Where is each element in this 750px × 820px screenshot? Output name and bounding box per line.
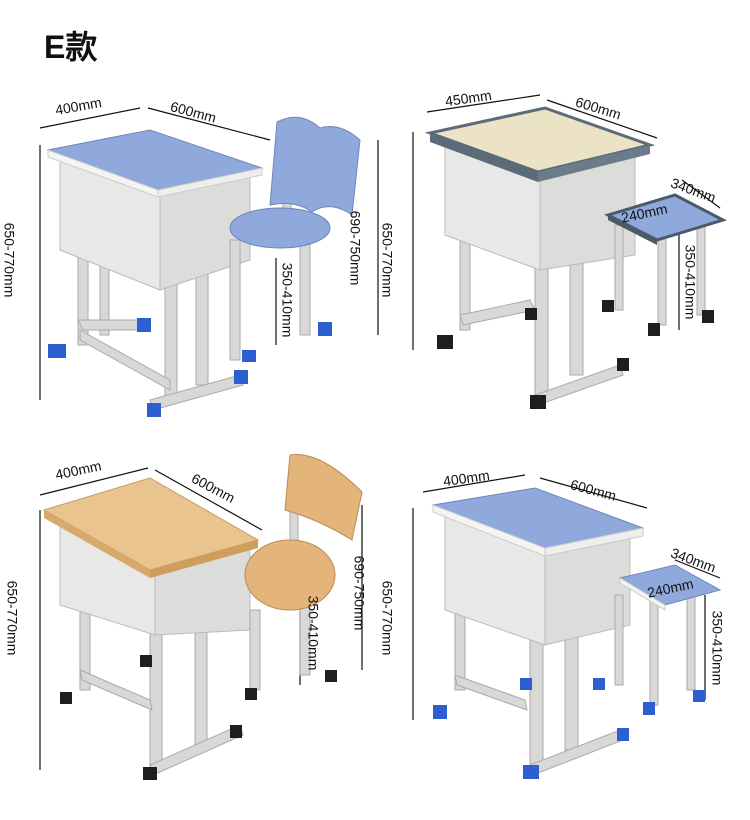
product-panel-1: 400mm 600mm 650-770mm 350-410mm 690-750m… bbox=[0, 0, 379, 430]
desk-stool-illustration bbox=[412, 94, 727, 409]
desk-chair-illustration bbox=[39, 107, 379, 417]
desk-height-label: 650-770mm bbox=[4, 580, 21, 656]
desk-height-label: 650-770mm bbox=[379, 580, 396, 656]
product-panel-2: 450mm 600mm 650-770mm 340mm 240mm 350-41… bbox=[375, 0, 750, 430]
desk-height-label: 650-770mm bbox=[379, 222, 396, 298]
seat-height-label: 350-410mm bbox=[305, 595, 322, 671]
product-panel-3: 400mm 600mm 650-770mm 350-410mm 690-750m… bbox=[0, 430, 375, 820]
desk-chair-illustration bbox=[39, 453, 363, 780]
stool-height-label: 350-410mm bbox=[682, 244, 699, 320]
product-panel-4: 400mm 600mm 650-770mm 340mm 240mm 350-41… bbox=[375, 430, 750, 820]
chair-height-label: 690-750mm bbox=[351, 555, 368, 631]
chair-height-label: 690-750mm bbox=[347, 210, 364, 286]
stool-height-label: 350-410mm bbox=[709, 610, 726, 686]
desk-height-label: 650-770mm bbox=[1, 222, 18, 298]
page-title: E款 bbox=[44, 29, 98, 65]
desk-stool-illustration bbox=[412, 474, 722, 779]
seat-height-label: 350-410mm bbox=[279, 262, 296, 338]
